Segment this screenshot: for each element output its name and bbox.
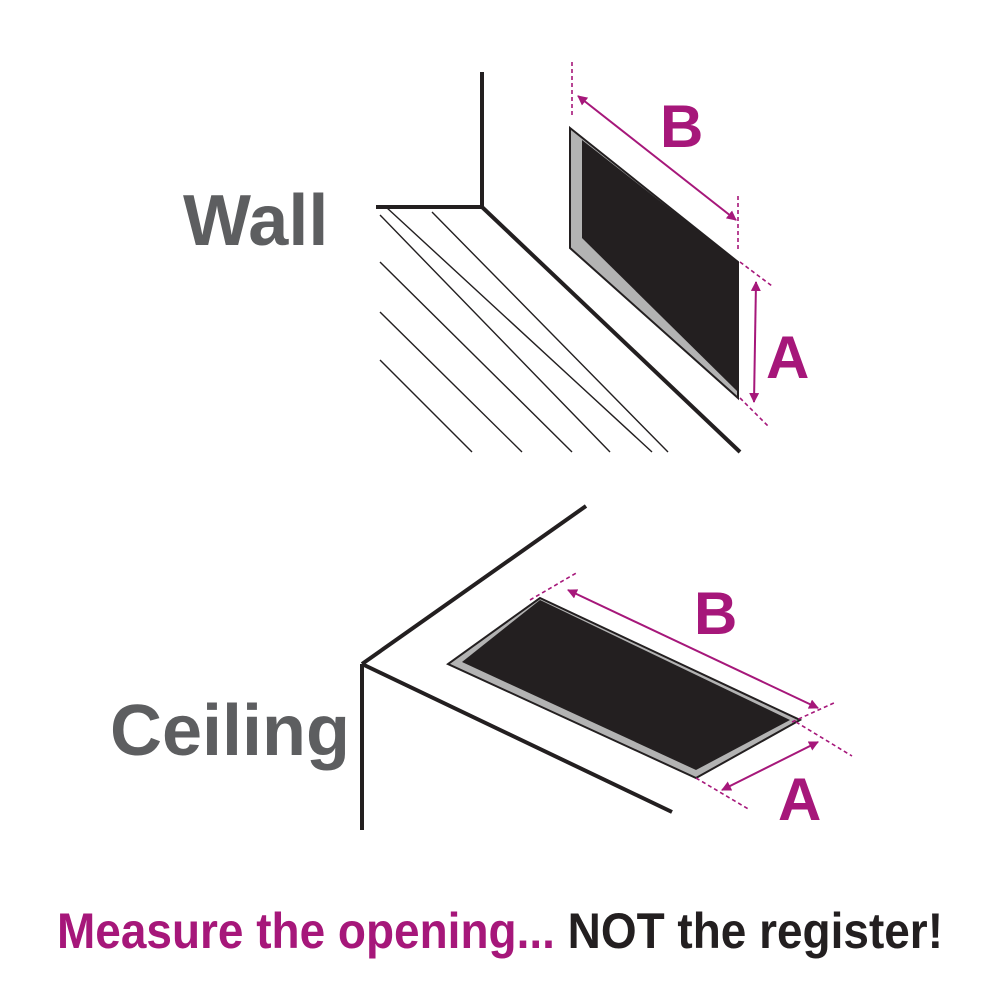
ceiling-wall-seam [361, 662, 673, 814]
ceiling-illustration: B A [360, 504, 853, 833]
ceiling-dimension-a [695, 721, 853, 811]
ceiling-dimension-a-label: A [778, 766, 821, 833]
caption-part-dark: NOT the register! [568, 903, 943, 959]
wall-label: Wall [183, 181, 328, 261]
wall-illustration: B A [376, 62, 809, 454]
caption-part-accent: Measure the opening... [57, 903, 568, 959]
ceiling-label: Ceiling [110, 691, 350, 771]
ceiling-dimension-b [529, 571, 837, 723]
wall-dimension-b [571, 62, 739, 252]
wall-dimension-b-label: B [660, 93, 703, 160]
wall-floor-seam [480, 205, 742, 454]
ceiling-back-edge [360, 504, 588, 666]
caption: Measure the opening... NOT the register! [57, 903, 943, 959]
wall-dimension-a [739, 261, 773, 427]
ceiling-dimension-b-label: B [694, 580, 737, 647]
floor-hatching [379, 206, 669, 453]
wall-dimension-a-label: A [766, 324, 809, 391]
